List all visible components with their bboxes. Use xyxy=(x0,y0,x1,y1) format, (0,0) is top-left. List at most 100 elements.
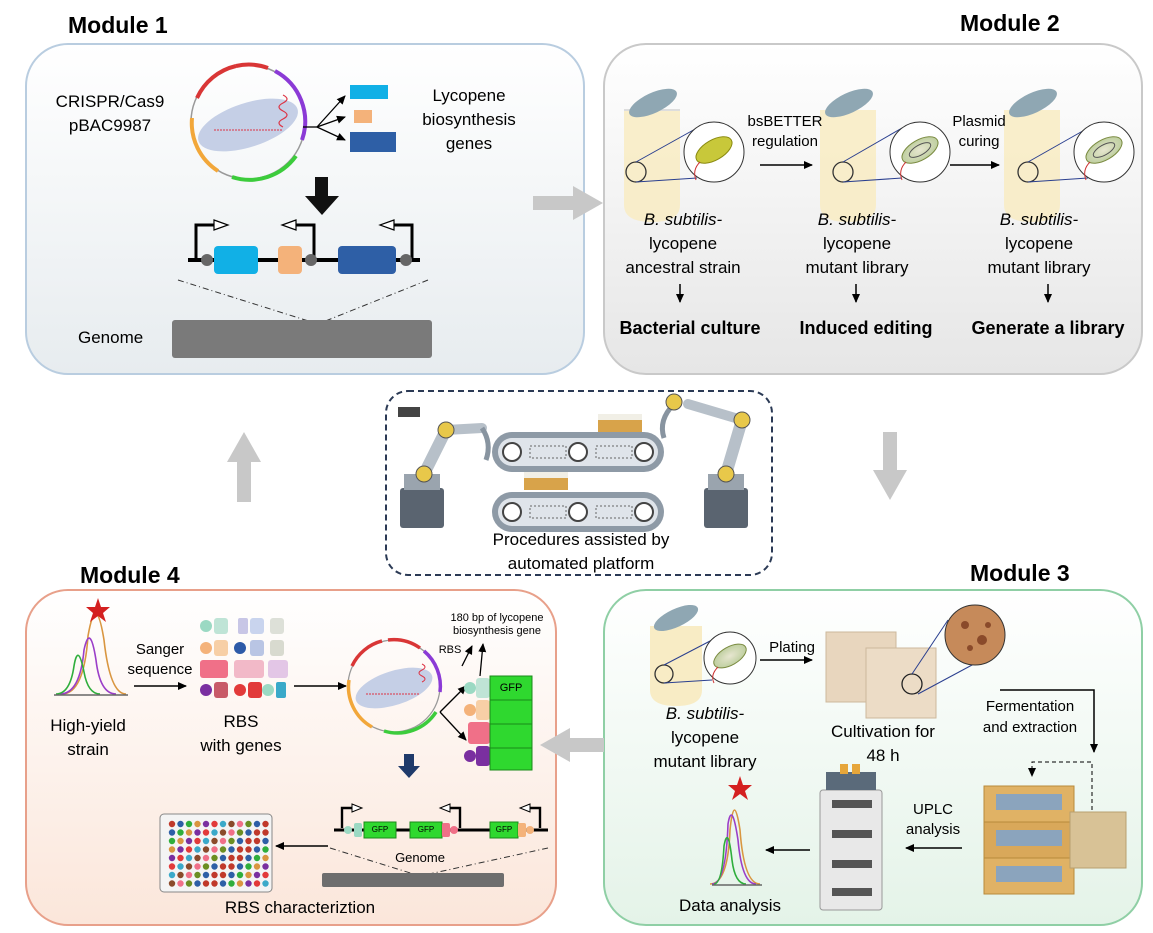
plate-well xyxy=(219,837,227,845)
plate-well xyxy=(262,880,269,887)
plate-well xyxy=(211,880,218,887)
uplc-line2: analysis xyxy=(905,821,961,838)
module3-title: Module 3 xyxy=(970,560,1070,586)
plate-well xyxy=(202,846,210,853)
genome-construct-m4 xyxy=(334,803,548,839)
module1-title: Module 1 xyxy=(68,12,168,38)
strain-label-2: B. subtilis- lycopene mutant library xyxy=(782,208,932,280)
plate-well xyxy=(202,854,210,862)
plate-well xyxy=(194,829,201,836)
gene-block-blue xyxy=(350,85,388,99)
plate-well xyxy=(202,871,210,879)
genome-label: Genome xyxy=(78,328,144,347)
bacterium-zoom-3 xyxy=(1027,121,1135,183)
fermentation-arrow xyxy=(1000,689,1098,753)
grey-arrow-up-icon xyxy=(227,432,261,502)
module4-title: Module 4 xyxy=(80,562,180,588)
zoom-lines-m4 xyxy=(329,847,549,877)
automation-label: Procedures assisted by automated platfor… xyxy=(436,528,726,576)
strain-1-species: B. subtilis- xyxy=(643,210,723,229)
plate-well xyxy=(228,820,235,828)
plate-well xyxy=(211,871,218,879)
plate-well xyxy=(228,829,235,836)
plate-well xyxy=(236,880,244,887)
plate-well xyxy=(168,837,176,845)
gene-block-orange xyxy=(354,110,372,123)
plate-well xyxy=(177,863,184,870)
plate-well xyxy=(177,846,184,853)
plate-well xyxy=(185,820,193,828)
plate-well xyxy=(228,837,235,845)
module2-arrows xyxy=(676,161,1052,303)
curing-line2: curing xyxy=(958,133,1000,150)
strain-3-species: B. subtilis- xyxy=(999,210,1079,229)
plate-well xyxy=(194,880,201,887)
plate-well xyxy=(211,854,218,862)
high-yield-line2: strain xyxy=(67,740,109,759)
plate-well xyxy=(245,880,252,887)
strain-label-3: B. subtilis- lycopene mutant library xyxy=(964,208,1114,280)
strain-2-species: B. subtilis- xyxy=(817,210,897,229)
plate-well xyxy=(253,871,261,879)
module2-title: Module 2 xyxy=(960,10,1060,36)
fermenter-stack-icon xyxy=(983,785,1127,895)
plate-well xyxy=(219,863,227,870)
plate-well xyxy=(228,854,235,862)
plate-well xyxy=(168,854,176,862)
strain-3-line2: lycopene xyxy=(1004,234,1074,253)
plate-well xyxy=(262,837,269,845)
m3-line3: mutant library xyxy=(653,752,757,771)
well-plate-top-icon xyxy=(598,414,642,432)
plate-well xyxy=(185,829,193,836)
high-yield-label: High-yield strain xyxy=(30,714,146,762)
plate-well xyxy=(253,837,261,845)
plate-well xyxy=(185,846,193,853)
plate-well xyxy=(262,863,269,870)
grey-arrow-right-icon xyxy=(533,186,603,220)
bsbetter-line2: regulation xyxy=(752,133,818,150)
m3-line2: lycopene xyxy=(670,728,740,747)
rbs-characterization-label: RBS characteriztion xyxy=(224,898,376,917)
plate-well xyxy=(236,846,244,853)
plate-well xyxy=(236,863,244,870)
strain-1-line2: lycopene xyxy=(648,234,718,253)
plate-well xyxy=(202,837,210,845)
gene-branch-lines xyxy=(303,95,346,141)
plate-well xyxy=(177,854,184,862)
curing-label: Plasmid curing xyxy=(944,112,1014,152)
plate-well xyxy=(194,871,201,879)
plate-well xyxy=(262,871,269,879)
plate-well xyxy=(253,829,261,836)
sanger-line2: sequence xyxy=(127,661,193,678)
grey-arrow-down-icon xyxy=(873,432,907,500)
plate-well xyxy=(236,854,244,862)
sanger-label: Sanger sequence xyxy=(122,640,198,680)
plate-well xyxy=(168,880,176,887)
genome-bar xyxy=(172,320,432,358)
bsbetter-label: bsBETTER regulation xyxy=(740,112,830,152)
uplc-line1: UPLC xyxy=(912,801,953,818)
genes-label: Lycopene biosynthesis genes xyxy=(404,84,534,156)
strain-1-line3: ancestral strain xyxy=(625,258,741,277)
plate-well xyxy=(228,863,235,870)
rbs-line1: RBS xyxy=(223,712,259,731)
plate-well xyxy=(177,837,184,845)
plate-well xyxy=(185,863,193,870)
uplc-label: UPLC analysis xyxy=(900,800,966,840)
cultivation-label: Cultivation for 48 h xyxy=(808,720,958,768)
plate-well xyxy=(219,871,227,879)
plate-well xyxy=(177,880,184,887)
plate-well xyxy=(245,837,252,845)
well-plate-bottom-icon xyxy=(524,472,568,490)
plate-well xyxy=(177,829,184,836)
plate-well xyxy=(262,846,269,853)
grey-arrow-left-icon xyxy=(540,728,604,762)
bsbetter-line1: bsBETTER xyxy=(747,113,823,130)
rbs-with-genes-label: RBS with genes xyxy=(186,710,296,758)
plate-well xyxy=(194,820,201,828)
automation-line1: Procedures assisted by xyxy=(492,530,670,549)
plate-well xyxy=(194,837,201,845)
plate-well xyxy=(245,854,252,862)
zoom-lines xyxy=(177,279,429,325)
agar-plates-icon xyxy=(825,604,1006,719)
